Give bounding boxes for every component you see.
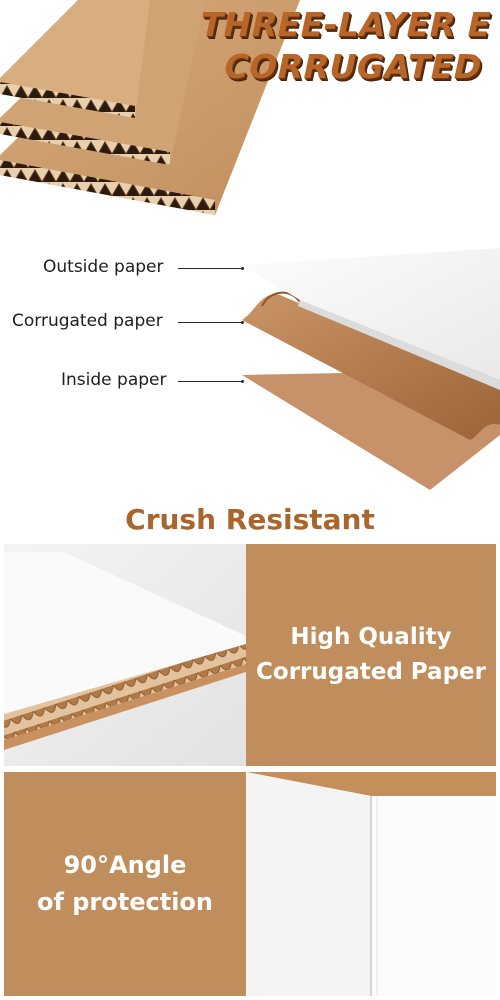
corrugated-sheets-illustration bbox=[0, 0, 300, 215]
layer-structure-illustration bbox=[242, 248, 500, 490]
high-quality-line1: High Quality bbox=[290, 624, 452, 650]
angle-protection-panel: 90°Angle of protection bbox=[4, 772, 246, 996]
corrugated-paper-leader bbox=[178, 322, 242, 323]
corrugated-paper-label: Corrugated paper bbox=[12, 311, 163, 331]
angle-line2: of protection bbox=[36, 888, 214, 916]
corrugated-board-edge-image bbox=[4, 544, 246, 766]
crush-resistant-heading: Crush Resistant bbox=[125, 503, 375, 536]
hero-title-line1: THREE-LAYER E bbox=[196, 5, 495, 44]
outside-paper-label: Outside paper bbox=[43, 257, 164, 277]
outside-paper-leader bbox=[178, 268, 242, 269]
inside-paper-label: Inside paper bbox=[61, 370, 167, 390]
angle-line1: 90°Angle bbox=[63, 851, 187, 879]
high-quality-panel: High Quality Corrugated Paper bbox=[246, 544, 496, 766]
white-box-corner-image bbox=[246, 772, 496, 996]
corrugated-paper-leader-dot bbox=[241, 321, 244, 324]
high-quality-line2: Corrugated Paper bbox=[256, 659, 486, 685]
hero-title-line2: CORRUGATED bbox=[220, 47, 486, 86]
hero-title: THREE-LAYER E CORRUGATED bbox=[187, 4, 495, 88]
outside-paper-leader-dot bbox=[241, 267, 244, 270]
inside-paper-leader-dot bbox=[241, 380, 244, 383]
inside-paper-leader bbox=[178, 381, 242, 382]
